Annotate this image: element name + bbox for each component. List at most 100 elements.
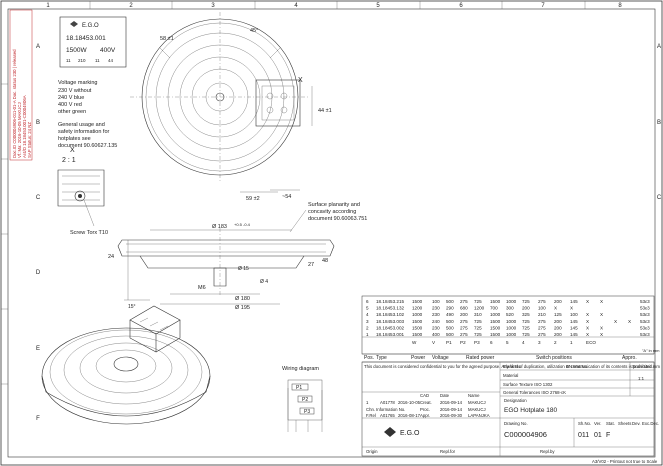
- svg-text:Origin: Origin: [366, 449, 378, 454]
- variant-cell: 18.18453.003: [376, 319, 405, 324]
- variant-cell: 53ε3: [640, 332, 650, 337]
- variant-symbol: P2: [460, 340, 466, 345]
- variant-cell: 1500: [412, 332, 423, 337]
- dim-27: 27: [308, 262, 314, 268]
- svg-text:11: 11: [66, 58, 71, 63]
- wiring-p1: P1: [296, 385, 302, 391]
- variant-symbol: 4: [522, 340, 525, 345]
- variant-cell: 145: [570, 299, 578, 304]
- ego-logo-icon: [70, 21, 78, 27]
- variant-cell: 230: [432, 325, 440, 330]
- variant-cell: 275: [538, 319, 546, 324]
- svg-text:2016-09-14: 2016-09-14: [440, 407, 463, 412]
- svg-text:E.G.O: E.G.O: [82, 23, 99, 29]
- svg-text:Exc.Dec.: Exc.Dec.: [642, 421, 659, 426]
- svg-text:210: 210: [78, 58, 86, 63]
- variant-cell: 1000: [506, 299, 517, 304]
- svg-text:General Tolerances ISO 2768-: General Tolerances ISO 2768-cK: [503, 390, 566, 395]
- svg-text:240 V blue: 240 V blue: [58, 95, 84, 101]
- stamp-line-2: Vf.:Ma: 2016-10-05 MAKUCJ: [17, 102, 22, 158]
- variant-cell: X: [586, 312, 589, 317]
- col-3: 3: [211, 3, 215, 9]
- variant-cell: 200: [554, 332, 562, 337]
- voltage-marking-note: Voltage marking 230 V without 240 V blue…: [58, 80, 117, 149]
- variant-cell: 18.18453.132: [376, 306, 405, 311]
- variant-symbol: 6: [490, 340, 493, 345]
- variant-cell: 18.18453.001: [376, 332, 405, 337]
- row-d: D: [36, 270, 41, 276]
- variant-symbol: 3: [538, 340, 541, 345]
- variant-cell: 200: [554, 299, 562, 304]
- dim-15-deg: 15°: [128, 304, 136, 310]
- col-8: 8: [618, 3, 622, 9]
- variant-cell: 1000: [506, 319, 517, 324]
- variant-cell: X: [586, 332, 589, 337]
- variant-cell: 725: [522, 319, 530, 324]
- variant-cell: 100: [570, 312, 578, 317]
- svg-text:MAKUCJ: MAKUCJ: [468, 407, 486, 412]
- svg-text:F: F: [606, 432, 610, 439]
- surface-planarity-note: Surface planarity and concavity accordin…: [289, 202, 367, 233]
- svg-text:Dev.: Dev.: [632, 421, 641, 426]
- variant-cell: 200: [554, 325, 562, 330]
- variant-symbol: 5: [506, 340, 509, 345]
- svg-text:Designation: Designation: [504, 398, 527, 403]
- variant-cell: 275: [538, 332, 546, 337]
- svg-text:General usage and: General usage and: [58, 122, 105, 128]
- dim-59: 59 ±2: [246, 196, 260, 202]
- plate-voltage: 400V: [100, 47, 116, 54]
- footer-note: A3/V02 - Printout not true to Scale: [592, 459, 658, 464]
- svg-text:A: A: [657, 44, 661, 50]
- variant-cell: 400: [432, 332, 440, 337]
- svg-text:Material: Material: [503, 373, 518, 378]
- hdr-pos: Pos.: [364, 355, 374, 361]
- variant-cell: 1500: [490, 325, 501, 330]
- svg-text:Surface Texture ISO 1302: Surface Texture ISO 1302: [503, 382, 553, 387]
- variant-cell: 18.18453.215: [376, 299, 405, 304]
- ego-footer-logo-icon: [384, 427, 396, 437]
- variant-cell: 1500: [412, 299, 423, 304]
- dim-15: Ø 15: [238, 266, 249, 272]
- variant-cell: 725: [474, 299, 482, 304]
- hdr-voltage: Voltage: [432, 355, 449, 361]
- variant-cell: 725: [522, 325, 530, 330]
- variant-cell: 100: [432, 299, 440, 304]
- variant-cell: X: [600, 312, 603, 317]
- variant-cell: 490: [446, 312, 454, 317]
- variant-cell: 700: [490, 306, 498, 311]
- svg-text:other green: other green: [58, 109, 86, 115]
- variant-cell: 725: [474, 319, 482, 324]
- col-6: 6: [459, 3, 463, 9]
- variant-cell: 100: [538, 306, 546, 311]
- variant-cell: X: [570, 306, 573, 311]
- proprietary-note: This document is considered confidential…: [364, 364, 653, 369]
- hotplate-section-view: Ø 183 +0.5 -0.4 Ø 180 Ø 195 M6 48 27 24 …: [108, 222, 335, 311]
- row-f: F: [36, 416, 40, 422]
- variant-cell: 145: [570, 325, 578, 330]
- col-1: 1: [46, 3, 50, 9]
- variant-cell: 1500: [490, 332, 501, 337]
- variant-cell: 53ε3: [640, 299, 650, 304]
- variant-cell: 240: [432, 319, 440, 324]
- variant-cell: X: [600, 332, 603, 337]
- variant-cell: 125: [554, 312, 562, 317]
- variant-cell: 275: [538, 325, 546, 330]
- svg-text:Surface planarity and: Surface planarity and: [308, 202, 360, 208]
- variant-cell: X: [586, 319, 589, 324]
- variant-cell: 310: [474, 312, 482, 317]
- svg-text:document 90.60627.135: document 90.60627.135: [58, 143, 117, 149]
- dim-58: 58 ±1: [160, 36, 174, 42]
- variant-cell: 230: [432, 306, 440, 311]
- variant-cell: 1000: [412, 312, 423, 317]
- svg-text:01: 01: [594, 432, 602, 439]
- svg-text:A01765: A01765: [380, 413, 395, 418]
- dim-m6: M6: [198, 285, 206, 291]
- svg-text:Appr.: Appr.: [420, 413, 430, 418]
- variant-cell: 18.18453.102: [376, 312, 405, 317]
- svg-text:Date: Date: [440, 393, 450, 398]
- svg-text:X: X: [70, 147, 75, 154]
- col-2: 2: [129, 3, 133, 9]
- dim-24: 24: [108, 254, 114, 260]
